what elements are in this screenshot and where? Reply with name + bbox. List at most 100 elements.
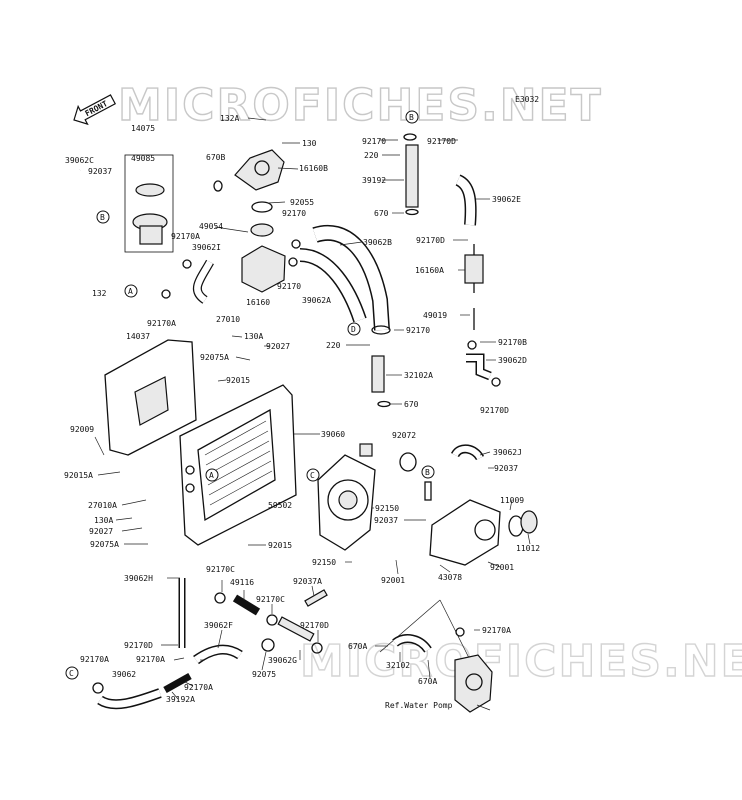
part-label: 92075A — [90, 540, 119, 549]
callout-circle-a-left: A — [124, 284, 138, 298]
fitting-16160A — [464, 254, 484, 284]
part-label: 39062G — [268, 656, 297, 665]
part-label: 92170 — [406, 326, 430, 335]
part-label: 92170C — [206, 565, 235, 574]
part-label: 11009 — [500, 496, 524, 505]
svg-text:B: B — [425, 468, 430, 477]
part-label: 49085 — [131, 154, 155, 163]
diagram-code: E3032 — [515, 95, 539, 104]
part-label: 92170A — [147, 319, 176, 328]
callout-circle-c-fan: C — [306, 468, 320, 482]
part-label: 92170D — [300, 621, 329, 630]
part-label: 92027 — [266, 342, 290, 351]
part-label: 92170 — [282, 209, 306, 218]
svg-text:A: A — [209, 471, 214, 480]
callout-circle-a-radiator: A — [205, 468, 219, 482]
part-label: 92072 — [392, 431, 416, 440]
part-label: 92037 — [374, 516, 398, 525]
part-label: 39062 — [112, 670, 136, 679]
part-label: 39060 — [321, 430, 345, 439]
part-label: 220 — [326, 341, 341, 350]
part-label: 92001 — [381, 576, 405, 585]
part-label: 92170A — [482, 626, 511, 635]
svg-text:B: B — [100, 213, 105, 222]
part-label: 92015 — [226, 376, 250, 385]
callout-circle-c-bottom: C — [65, 666, 79, 680]
part-label: 39062A — [302, 296, 331, 305]
part-label: 92075 — [252, 670, 276, 679]
callout-circle-b-pump: B — [421, 465, 435, 479]
part-label: 92170D — [416, 236, 445, 245]
part-label: 92170B — [498, 338, 527, 347]
part-label: 39062J — [493, 448, 522, 457]
part-label: 92075A — [200, 353, 229, 362]
svg-text:D: D — [351, 325, 356, 334]
pipe-32102A — [371, 355, 385, 393]
radiator-cap-group — [124, 154, 223, 269]
part-label: 670B — [206, 153, 225, 162]
svg-text:C: C — [310, 471, 315, 480]
part-label: 39062D — [498, 356, 527, 365]
part-label: 92170D — [480, 406, 509, 415]
thermostat-housing-top — [234, 149, 285, 213]
part-label: 16160B — [299, 164, 328, 173]
part-label: 49019 — [423, 311, 447, 320]
part-label: 49054 — [199, 222, 223, 231]
part-label: 92170A — [184, 683, 213, 692]
water-pump-cover — [429, 499, 538, 566]
watermark-top: MICROFICHES.NET — [118, 80, 603, 131]
front-arrow-icon: FRONT — [73, 94, 117, 126]
part-label: 16160A — [415, 266, 444, 275]
part-label: 39062E — [492, 195, 521, 204]
part-label: 32102A — [404, 371, 433, 380]
part-label: 670 — [374, 209, 389, 218]
part-label: 92015A — [64, 471, 93, 480]
part-label: 32102 — [386, 661, 410, 670]
part-label: 92170A — [80, 655, 109, 664]
svg-text:A: A — [128, 287, 133, 296]
part-label: 92170A — [171, 232, 200, 241]
fan-59502 — [317, 443, 376, 551]
part-label: 92015 — [268, 541, 292, 550]
part-label: 92170D — [124, 641, 153, 650]
part-label: 14075 — [131, 124, 155, 133]
part-label: 92170 — [362, 137, 386, 146]
part-label: 92170 — [277, 282, 301, 291]
svg-text:B: B — [409, 113, 414, 122]
callout-circle-b-top: B — [405, 110, 419, 124]
part-label: 92150 — [375, 504, 399, 513]
part-label: 220 — [364, 151, 379, 160]
part-label: 92001 — [490, 563, 514, 572]
part-label: 132A — [220, 114, 239, 123]
part-label: 11012 — [516, 544, 540, 553]
part-label: 670 — [404, 400, 419, 409]
part-label: 14037 — [126, 332, 150, 341]
part-label: 92037 — [494, 464, 518, 473]
part-label: 49116 — [230, 578, 254, 587]
part-label: 39062F — [204, 621, 233, 630]
pipe-39192 — [405, 144, 419, 208]
part-label: 27010A — [88, 501, 117, 510]
part-label: 92009 — [70, 425, 94, 434]
part-label: 39062I — [192, 243, 221, 252]
part-label: 39192 — [362, 176, 386, 185]
part-label: 39192A — [166, 695, 195, 704]
part-label: 27010 — [216, 315, 240, 324]
watermark-bottom: MICROFICHES.NET — [300, 636, 742, 687]
part-label: 130A — [94, 516, 113, 525]
part-label: 39062B — [363, 238, 392, 247]
part-label: 130 — [302, 139, 317, 148]
part-label: 92170C — [256, 595, 285, 604]
part-label: 39062H — [124, 574, 153, 583]
part-label: 670A — [418, 677, 437, 686]
thermostat-lower-housing — [241, 223, 301, 293]
part-label: 43078 — [438, 573, 462, 582]
part-label: 59502 — [268, 501, 292, 510]
part-label: 92150 — [312, 558, 336, 567]
callout-circle-b-left: B — [96, 210, 110, 224]
part-label: 92037A — [293, 577, 322, 586]
ref-water-pump-note: Ref.Water Pomp — [385, 701, 453, 710]
part-label: 16160 — [246, 298, 270, 307]
part-label: 92037 — [88, 167, 112, 176]
